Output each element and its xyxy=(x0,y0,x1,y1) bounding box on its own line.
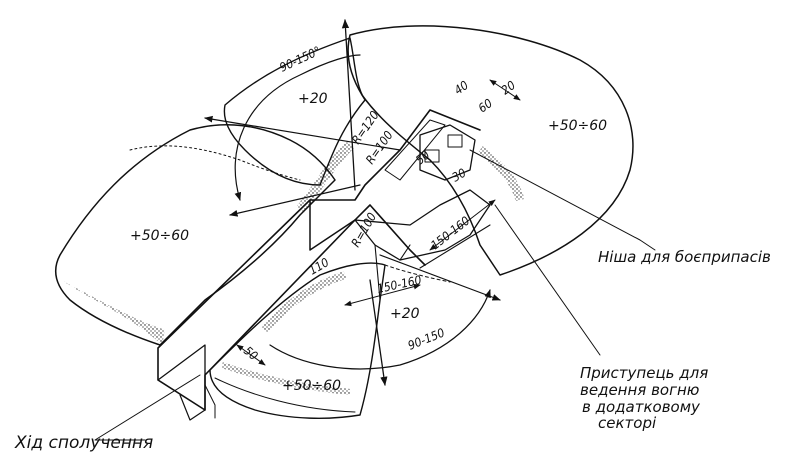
dim-50-top: 50 xyxy=(413,148,433,168)
right-parapet-mound xyxy=(347,25,634,276)
bottom-sector-dim: 90-150 xyxy=(406,325,447,352)
bottom-parapet-mound xyxy=(209,262,386,419)
left-parapet-label: +50÷60 xyxy=(130,228,189,244)
top-height-label: +20 xyxy=(298,91,328,107)
dim-40: 40 xyxy=(452,78,471,97)
dim-110: 110 xyxy=(307,255,332,277)
passage-leader xyxy=(94,374,201,441)
dim-60: 60 xyxy=(476,96,495,115)
step-label-line1: Приступець для xyxy=(580,364,708,382)
bottom-height-label: +20 xyxy=(390,306,420,322)
top-sector-arc xyxy=(234,54,361,201)
ammunition-niche xyxy=(419,124,476,181)
dim-30: 30 xyxy=(450,166,469,185)
step-leader xyxy=(494,204,601,356)
right-parapet-label: +50÷60 xyxy=(548,118,607,134)
top-sector-dim: 90-150° xyxy=(277,44,322,75)
trench-walls xyxy=(157,109,481,411)
dim-20: 20 xyxy=(499,78,518,97)
bottom-parapet-label: +50÷60 xyxy=(282,378,341,394)
step-label-line4: секторі xyxy=(598,414,657,432)
niche-leader xyxy=(469,149,656,251)
step-label-line2: ведення вогню xyxy=(580,381,699,399)
niche-label: Ніша для боєприпасів xyxy=(598,248,771,266)
left-parapet-shade xyxy=(62,280,165,345)
passage-label: Хід сполучення xyxy=(14,433,153,453)
left-parapet-mound xyxy=(54,124,336,346)
bottom-sector-arc xyxy=(269,289,491,370)
top-left-mound xyxy=(223,37,366,186)
step-label-line3: в додатковому xyxy=(582,398,701,416)
